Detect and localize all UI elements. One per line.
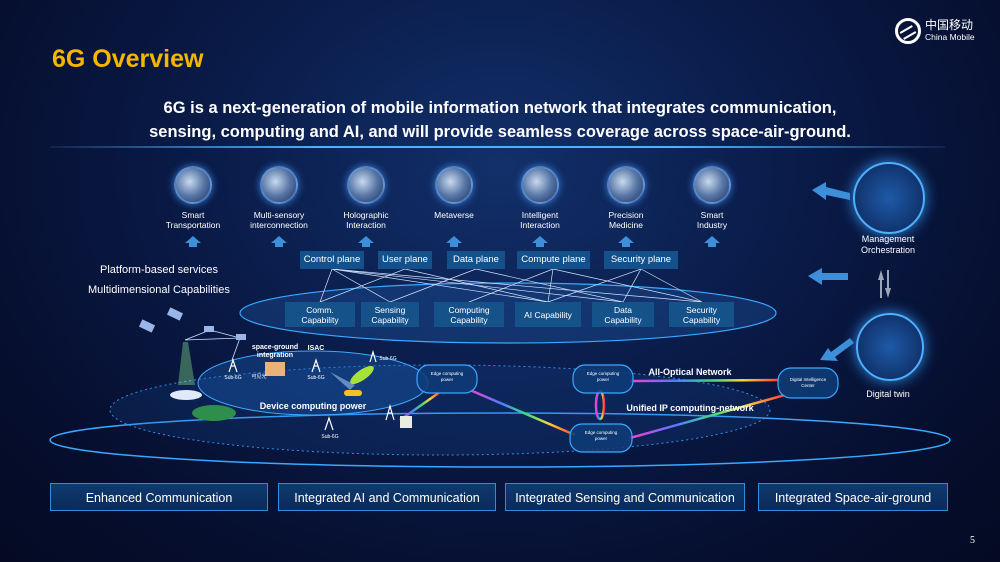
box-integrated-space-air-ground: Integrated Space-air-ground: [758, 483, 948, 511]
arrow-up-icon: [532, 236, 548, 243]
metaverse-image: [435, 166, 473, 204]
smart-transportation-image: [174, 166, 212, 204]
app-metaverse: Metaverse: [409, 166, 499, 247]
sub6g-label: Sub-6G: [307, 375, 324, 381]
digital-twin-icon: [856, 313, 924, 381]
box-enhanced-communication: Enhanced Communication: [50, 483, 268, 511]
cloud-shapes: [416, 364, 839, 453]
edge-label: Edge computing: [585, 430, 618, 435]
management-orchestration-icon: [853, 162, 925, 234]
visible-light-label: 可见光: [251, 373, 266, 380]
optical-links: [399, 378, 786, 440]
china-mobile-logo-icon: [895, 18, 921, 44]
arrow-up-icon: [271, 236, 287, 243]
edge-label: power: [597, 377, 610, 382]
plane-user: User plane: [378, 251, 432, 269]
building-icon: [265, 362, 285, 376]
logo-en: China Mobile: [925, 32, 975, 42]
sub6g-label: Sub-6G: [224, 375, 241, 381]
capability-ai: AI Capability: [515, 302, 581, 327]
all-optical-label: All-Optical Network: [648, 367, 732, 377]
tower-icons: [228, 349, 395, 431]
plane-data: Data plane: [447, 251, 505, 269]
subtitle-line-2: sensing, computing and AI, and will prov…: [149, 123, 851, 141]
page-title: 6G Overview: [52, 45, 204, 73]
plane-security: Security plane: [604, 251, 678, 269]
box-integrated-sensing-communication: Integrated Sensing and Communication: [505, 483, 745, 511]
satellite-links: [184, 329, 241, 361]
edge-label: power: [441, 377, 454, 382]
page-number: 5: [970, 535, 975, 546]
china-mobile-logo: 中国移动 China Mobile: [895, 18, 975, 44]
satellite-beam: [178, 342, 195, 385]
house-icon: [400, 416, 412, 428]
arrow-up-icon: [878, 270, 884, 298]
isac-beam: [330, 372, 355, 390]
multidimensional-capabilities-label: Multidimensional Capabilities: [88, 284, 230, 296]
sub6g-label: Sub-6G: [321, 434, 338, 440]
arrow-down-icon: [885, 270, 891, 298]
ship-icon: [170, 390, 202, 400]
precision-medicine-image: [607, 166, 645, 204]
island-icon: [192, 405, 236, 421]
platform-services-label: Platform-based services: [100, 264, 218, 276]
arrow-up-icon: [618, 236, 634, 243]
sensing-lobe: [350, 365, 374, 385]
logo-cn: 中国移动: [925, 18, 974, 32]
arrow-left-icon: [808, 268, 848, 285]
arrow-up-icon: [185, 236, 201, 243]
divider: [50, 146, 945, 148]
digital-twin-label: Digital twin: [866, 389, 910, 399]
smart-industry-image: [693, 166, 731, 204]
arrow-up-icon: [446, 236, 462, 243]
flow-arrows: [808, 182, 891, 361]
plane-compute: Compute plane: [517, 251, 590, 269]
space-ground-label-1: space-ground: [252, 344, 298, 351]
isac-label: ISAC: [308, 345, 325, 352]
platform-ellipse: [239, 282, 777, 344]
box-integrated-ai-communication: Integrated AI and Communication: [278, 483, 496, 511]
car-icon: [344, 390, 362, 396]
satellite-icons: [138, 307, 246, 340]
arrow-left-icon: [812, 182, 850, 200]
arrow-down-left-icon: [820, 338, 854, 361]
sub6g-label: Sub-6G: [379, 356, 396, 362]
intelligent-interaction-image: [521, 166, 559, 204]
subtitle-line-1: 6G is a next-generation of mobile inform…: [163, 99, 837, 117]
space-ground-label-2: integration: [257, 352, 293, 359]
edge-label: Edge computing: [587, 371, 620, 376]
arrow-up-icon: [704, 236, 720, 243]
dic-label: Digital Intelligence: [790, 377, 827, 382]
unified-ip-label: Unified IP computing-network: [626, 403, 754, 413]
device-computing-label: Device computing power: [260, 401, 367, 411]
capability-comm: Comm.Capability: [285, 302, 355, 327]
plane-capability-links: [319, 268, 703, 303]
edge-label: power: [595, 436, 608, 441]
holographic-image: [347, 166, 385, 204]
plane-control: Control plane: [300, 251, 364, 269]
multi-sensory-image: [260, 166, 298, 204]
dic-label: Center: [801, 383, 815, 388]
subtitle: 6G is a next-generation of mobile inform…: [60, 96, 940, 144]
edge-label: Edge computing: [431, 371, 464, 376]
ground-ring-outer: [49, 412, 951, 468]
arrow-up-icon: [358, 236, 374, 243]
